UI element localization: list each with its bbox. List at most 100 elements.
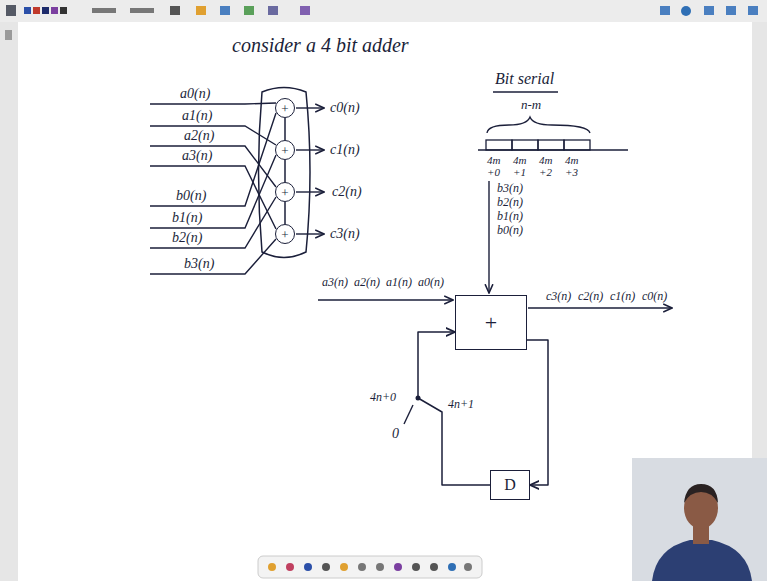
signal-name: b3(n)	[497, 182, 523, 196]
delay-box: D	[490, 470, 530, 500]
signal-name: b3(n)	[184, 256, 214, 272]
input-arrow	[318, 299, 453, 300]
node-text: +	[281, 186, 288, 199]
adder-circle: +	[275, 224, 295, 244]
signal-name: b1(n)	[172, 210, 202, 226]
signal-name: c1(n)	[330, 142, 360, 158]
signal-name: a0(n)	[180, 86, 210, 102]
switch-position: 0	[392, 426, 399, 442]
toolbar-icon	[268, 563, 276, 571]
node-text: +	[281, 144, 288, 157]
input-arrow	[488, 181, 489, 293]
input-wire	[150, 126, 276, 145]
adder-circle: +	[275, 98, 295, 118]
signal-name: c2(n)	[332, 184, 362, 200]
toolbar-icon	[322, 563, 330, 571]
switch-position: 4n+0	[370, 391, 396, 405]
toolbar-icon	[748, 6, 758, 15]
toolbar-icon	[464, 563, 472, 571]
presenter-body	[652, 540, 752, 581]
adder-circle: +	[275, 182, 295, 202]
toolbar-icon	[704, 6, 714, 15]
toolbar-icon	[244, 6, 254, 15]
output-arrow	[528, 307, 672, 308]
toolbar-icon	[448, 563, 456, 571]
brace	[487, 117, 590, 133]
time-tick-label: 4m +0	[487, 154, 511, 178]
input-wire	[150, 197, 276, 248]
connector	[527, 340, 548, 485]
toolbar-icon	[394, 563, 402, 571]
connector	[284, 160, 286, 182]
switch-position: 4n+1	[448, 398, 474, 412]
time-tick-label: 4m +3	[565, 154, 589, 178]
toolbar-icon	[60, 7, 67, 14]
time-slot	[538, 140, 564, 150]
signal-name: a1(n)	[182, 108, 212, 124]
toolbar-icon	[340, 563, 348, 571]
toolbar-icon	[304, 563, 312, 571]
toolbar-icon	[358, 563, 366, 571]
signal-name: a0(n)	[418, 276, 444, 290]
presenter-hair	[684, 484, 718, 503]
input-wire	[150, 155, 276, 228]
toolbar-icon	[51, 7, 58, 14]
output-arrow	[296, 191, 324, 192]
node-text: +	[281, 102, 288, 115]
toolbar-icon	[24, 7, 31, 14]
time-tick-label: 4m +2	[539, 154, 563, 178]
signal-name: b1(n)	[497, 210, 523, 224]
toolbar-icon	[220, 6, 230, 15]
adder-circle: +	[275, 140, 295, 160]
node-text: D	[504, 477, 516, 493]
toolbar-icon	[300, 6, 310, 15]
toolbar-icon	[92, 8, 116, 13]
adder-enclosure	[259, 88, 311, 258]
bottom-toolbar	[258, 556, 482, 578]
section-heading: Bit serial	[495, 70, 554, 88]
node-text: +	[281, 228, 288, 241]
toolbar-icon	[196, 6, 206, 15]
duration-label: n-m	[521, 98, 541, 113]
time-slot	[486, 140, 512, 150]
toolbar	[0, 0, 767, 22]
signal-name: a3(n)	[322, 276, 348, 290]
serial-adder-box: +	[455, 295, 527, 350]
toolbar-icon	[681, 6, 691, 16]
toolbar-icon	[268, 6, 278, 15]
toolbar-icon	[42, 7, 49, 14]
toolbar-icon	[660, 6, 670, 15]
input-wire	[150, 113, 276, 206]
signal-name: b2(n)	[172, 230, 202, 246]
output-arrow	[296, 233, 324, 234]
slide-title: consider a 4 bit adder	[232, 34, 409, 57]
input-wire	[150, 239, 276, 274]
signal-name: b2(n)	[497, 196, 523, 210]
signal-name: c3(n)	[546, 290, 571, 304]
input-wire	[150, 166, 276, 229]
connector	[284, 118, 286, 140]
time-slot	[564, 140, 590, 150]
signal-name: a3(n)	[182, 148, 212, 164]
signal-name: c1(n)	[610, 290, 635, 304]
toolbar-icon	[170, 6, 180, 15]
signal-name: a2(n)	[354, 276, 380, 290]
signal-name: a1(n)	[386, 276, 412, 290]
signal-name: b0(n)	[176, 188, 206, 204]
toolbar-icon	[6, 5, 16, 16]
input-wire	[150, 103, 276, 104]
output-arrow	[296, 149, 324, 150]
node-text: +	[485, 312, 497, 334]
toolbar-icon	[430, 563, 438, 571]
signal-name: c0(n)	[330, 100, 360, 116]
signal-name: c2(n)	[578, 290, 603, 304]
signal-name: a2(n)	[184, 128, 214, 144]
heading-underline	[493, 91, 558, 93]
time-tick-label: 4m +1	[513, 154, 537, 178]
page-marker	[5, 30, 12, 40]
toolbar-icon	[130, 8, 154, 13]
connector	[284, 202, 286, 224]
side-margin	[0, 22, 18, 581]
signal-name: c3(n)	[330, 226, 360, 242]
